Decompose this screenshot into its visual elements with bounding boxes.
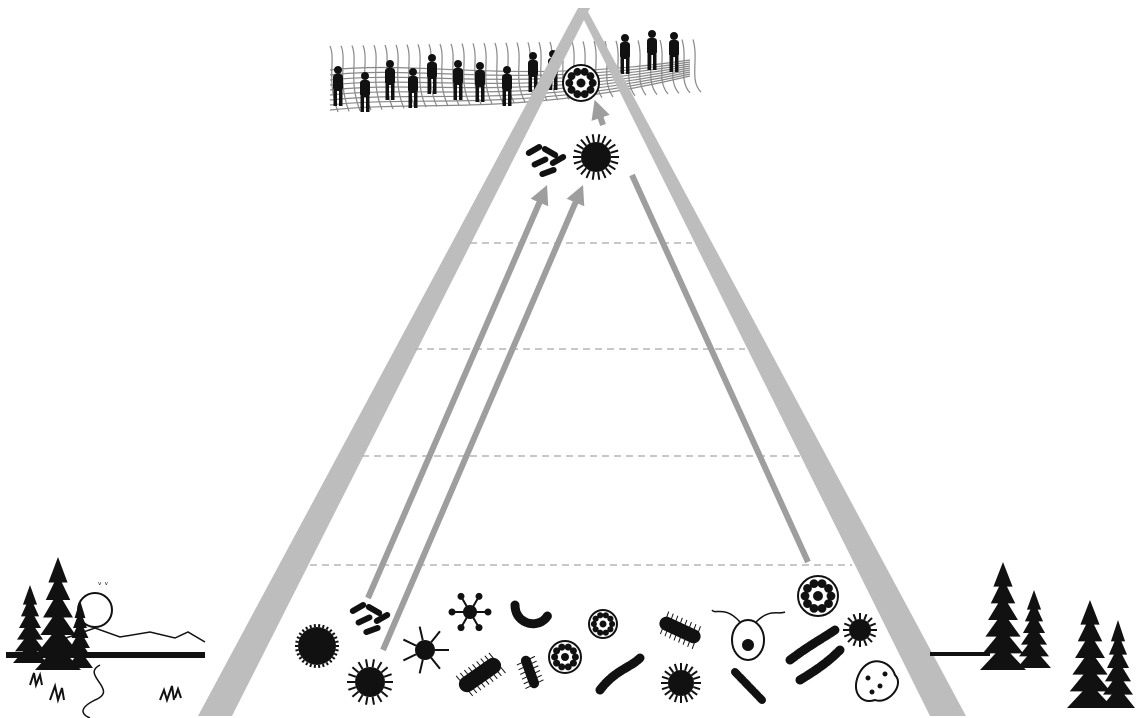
person-silhouette (502, 66, 512, 106)
branched-virus-icon (449, 593, 492, 631)
spiky-bacillus-icon (655, 610, 705, 650)
bacillus-with-pili-icon (453, 651, 507, 700)
lake-forest-sunset-scene: ᵛ ᵛ (6, 557, 205, 718)
amoeba-icon (856, 661, 898, 701)
river-path (83, 665, 103, 718)
rod-cluster-icon (349, 601, 392, 636)
spiky-bacterium-icon (347, 659, 393, 704)
small-spiky-coccus-icon (843, 613, 877, 647)
spherical-virus-icon (798, 576, 838, 616)
small-spiky-icon (661, 663, 701, 703)
wave-stripe (396, 45, 404, 109)
level-divider-lines (310, 243, 852, 565)
coccus-icon (295, 624, 339, 668)
pyramid-left-edge (198, 8, 590, 716)
flagellated-protist-icon (712, 610, 785, 660)
wave-stripe (660, 40, 668, 94)
spirillum-icon (515, 605, 548, 624)
arrow-right-line (632, 175, 808, 562)
person-silhouette (333, 66, 343, 106)
rod-bacteria-cluster-icon (525, 143, 568, 178)
pine-tree-icon (1101, 620, 1135, 708)
arrow-coccus-up (383, 192, 580, 650)
round-cell-icon (549, 641, 581, 673)
filament-icon (600, 658, 640, 690)
wave-stripe (418, 44, 426, 107)
apex-virus-icon (563, 65, 599, 101)
ground-line (930, 652, 990, 656)
sphere-virus-icon (589, 610, 617, 638)
wave-stripe (484, 43, 492, 103)
grass-tufts (30, 673, 181, 700)
person-silhouette (647, 30, 657, 70)
arrow-to-virus (597, 107, 603, 125)
transmission-arrows (368, 107, 808, 650)
birds-icon: ᵛ ᵛ (98, 581, 109, 591)
human-population-scene (330, 30, 701, 112)
spiky-coccus-icon (573, 134, 619, 180)
wave-stripe (495, 43, 503, 103)
wave-stripe (517, 43, 525, 102)
pine-tree-icon (1017, 590, 1051, 668)
person-silhouette (453, 60, 463, 100)
pine-forest-scene (930, 562, 1135, 708)
chain-bacteria-icon-2 (800, 650, 840, 680)
wave-stripe (693, 39, 701, 92)
rod-bacillus-icon (515, 653, 545, 692)
pyramid-frame (198, 8, 966, 716)
streptococcus-icon (735, 672, 762, 700)
pyramid-right-edge (578, 8, 966, 716)
star-bacterium-icon (403, 627, 449, 674)
